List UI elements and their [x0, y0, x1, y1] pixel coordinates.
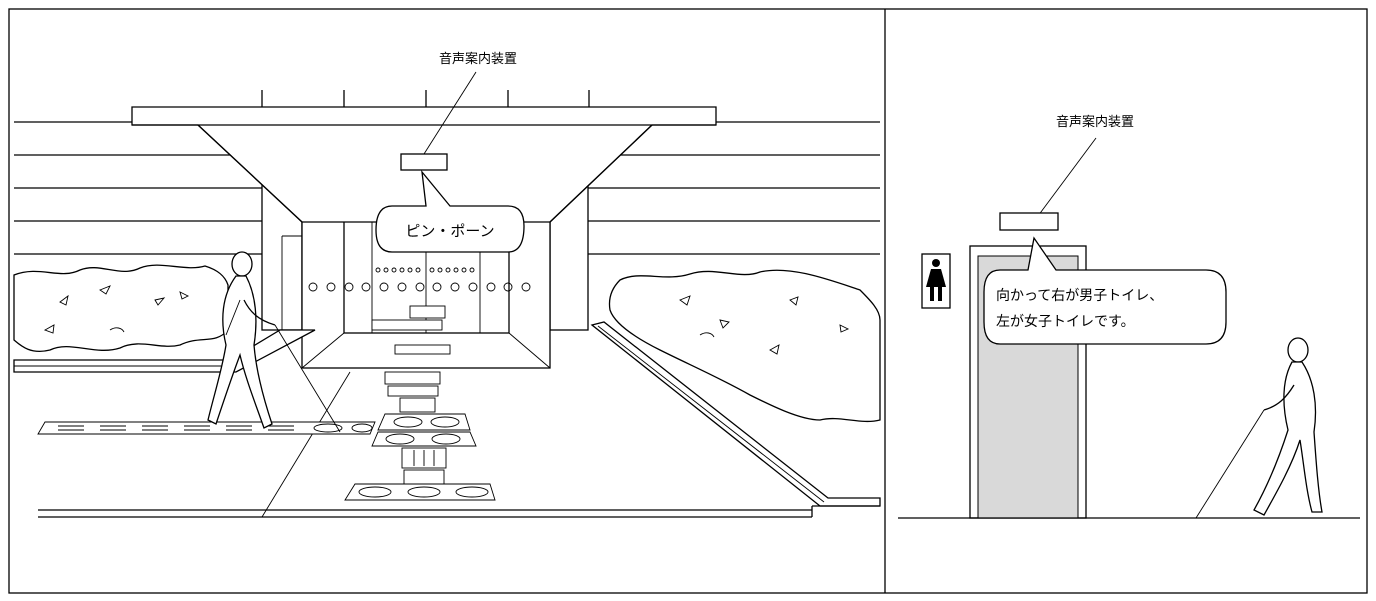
white-cane-right	[1195, 409, 1265, 519]
woman-pictogram-icon	[921, 253, 951, 309]
building-siding-left	[14, 121, 262, 255]
right-panel: 音声案内装置 向かって右が男子トイレ、 左が女子トイレです。	[898, 114, 1360, 519]
announcement-line-2: 左が女子トイレです。	[996, 313, 1135, 330]
building-siding-right	[588, 121, 880, 255]
announcement-line-1: 向かって右が男子トイレ、	[996, 288, 1163, 304]
outer-border	[8, 8, 1368, 594]
announcement-speech-bubble	[983, 236, 1227, 345]
tactile-paving-vertical	[344, 371, 496, 501]
voice-guidance-device	[400, 153, 448, 171]
device-leader-line	[423, 71, 477, 155]
tactile-paving-horizontal	[37, 421, 376, 435]
left-shrubs	[13, 264, 229, 352]
white-cane	[274, 324, 341, 433]
chime-speech-bubble	[375, 169, 525, 253]
ground-lines	[38, 371, 880, 518]
pedestrian-left	[207, 251, 341, 433]
chime-text: ピン・ポーン	[405, 222, 494, 240]
device-label-right: 音声案内装置	[1056, 114, 1134, 130]
device-leader-line-right	[1034, 137, 1097, 221]
canopy-posts	[261, 90, 590, 107]
device-label: 音声案内装置	[439, 51, 517, 67]
left-panel: 音声案内装置 ピン・ポーン	[13, 51, 881, 518]
voice-guidance-device-right	[999, 212, 1059, 231]
right-shrub-leaves	[679, 295, 850, 355]
pedestrian-right	[1195, 337, 1323, 519]
left-shrub-leaves	[43, 285, 190, 334]
right-shrubs	[608, 269, 881, 423]
